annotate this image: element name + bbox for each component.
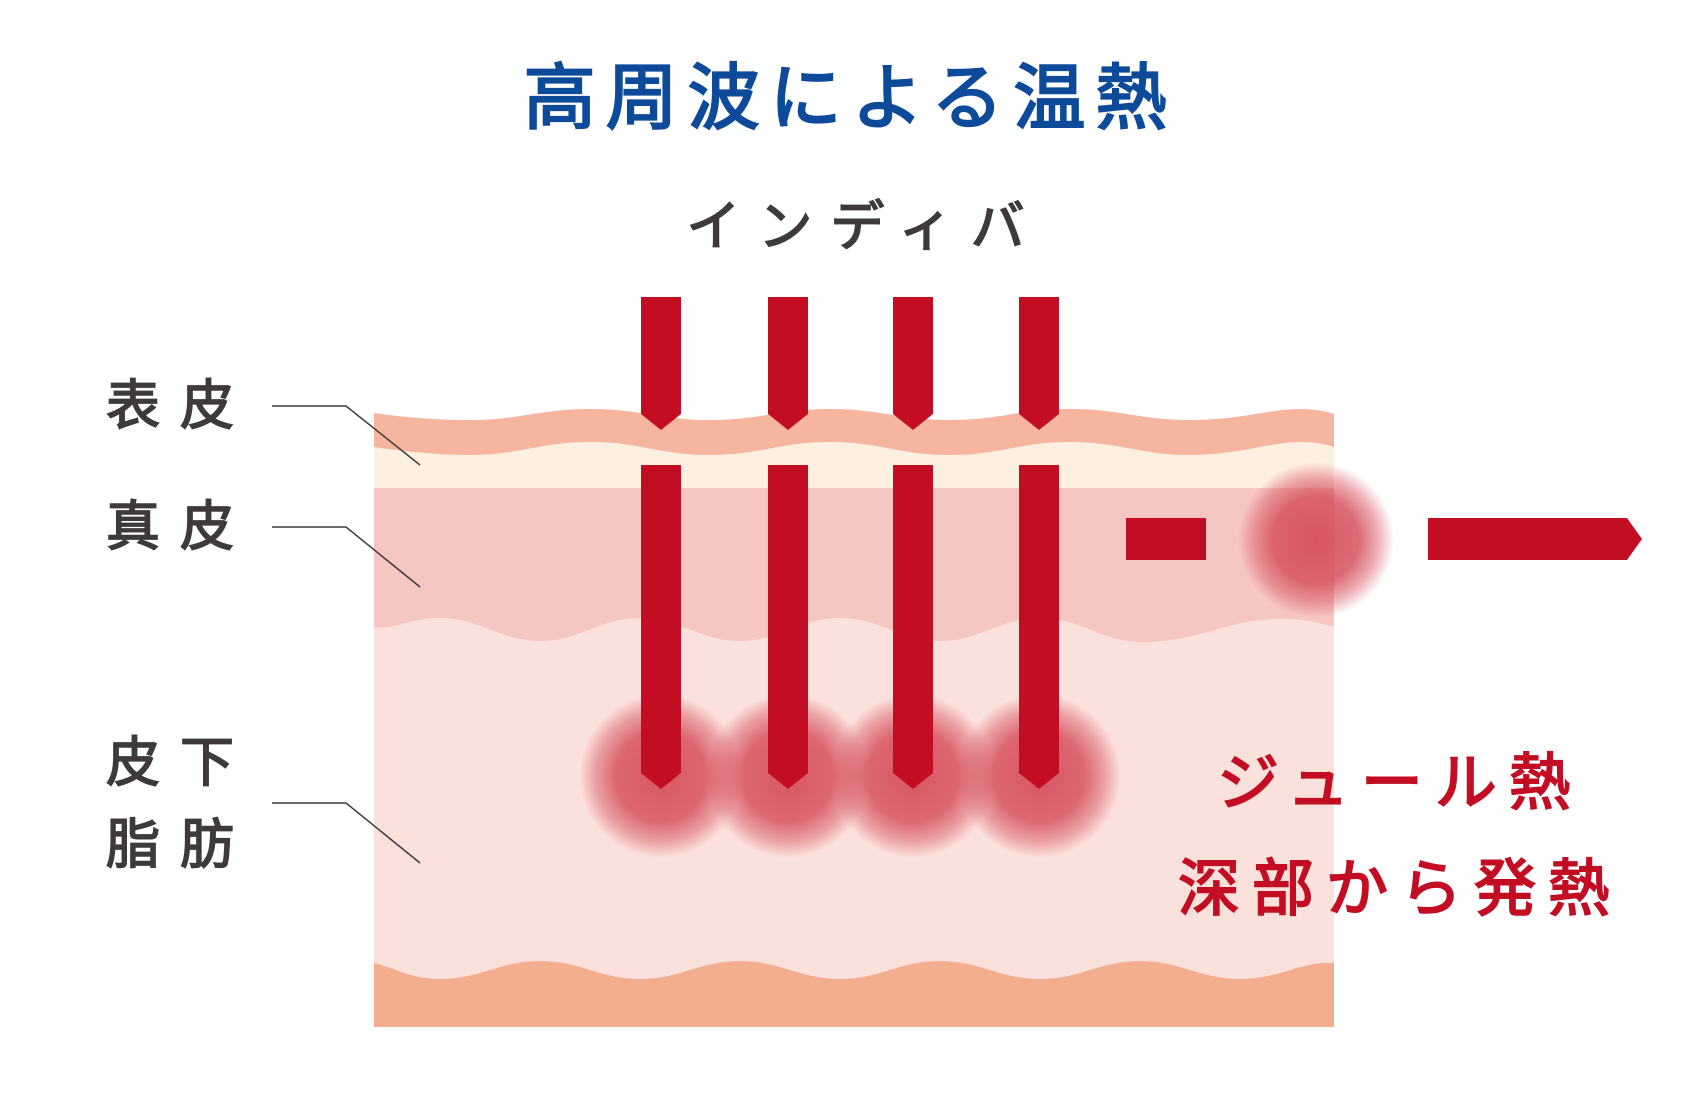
legend-arrow-head	[1428, 518, 1642, 560]
label-dermis: 真皮	[106, 495, 254, 558]
device-label: インディバ	[686, 195, 1043, 258]
epidermis-layer	[374, 409, 1334, 455]
legend-arrows	[1126, 518, 1642, 560]
leader-line-dermis	[272, 526, 421, 588]
heat-label-deep: 深部から発熱	[1177, 852, 1622, 925]
page-title: 高周波による温熱	[523, 56, 1178, 140]
rf-arrows	[641, 297, 1059, 789]
legend-heat-glow	[1238, 462, 1394, 618]
leader-lines	[272, 405, 421, 864]
label-epidermis: 表皮	[106, 374, 254, 437]
label-subcutaneous-fat-line1: 皮下	[106, 731, 254, 794]
label-subcutaneous-fat-line2: 脂肪	[106, 813, 254, 876]
leader-line-fat	[272, 802, 421, 864]
skin-layers	[374, 409, 1334, 1027]
rf-arrow-4	[1019, 297, 1059, 789]
rf-arrow-2	[768, 297, 808, 789]
rf-arrow-3	[893, 297, 933, 789]
rf-arrow-1	[641, 297, 681, 789]
bottom-layer	[374, 961, 1334, 1027]
dermis-layer	[374, 488, 1334, 643]
heat-label-joule: ジュール熱	[1217, 746, 1583, 819]
epidermis-cream-layer	[374, 442, 1334, 488]
legend-arrow-tail	[1126, 518, 1206, 560]
leader-line-epidermis	[272, 405, 421, 466]
